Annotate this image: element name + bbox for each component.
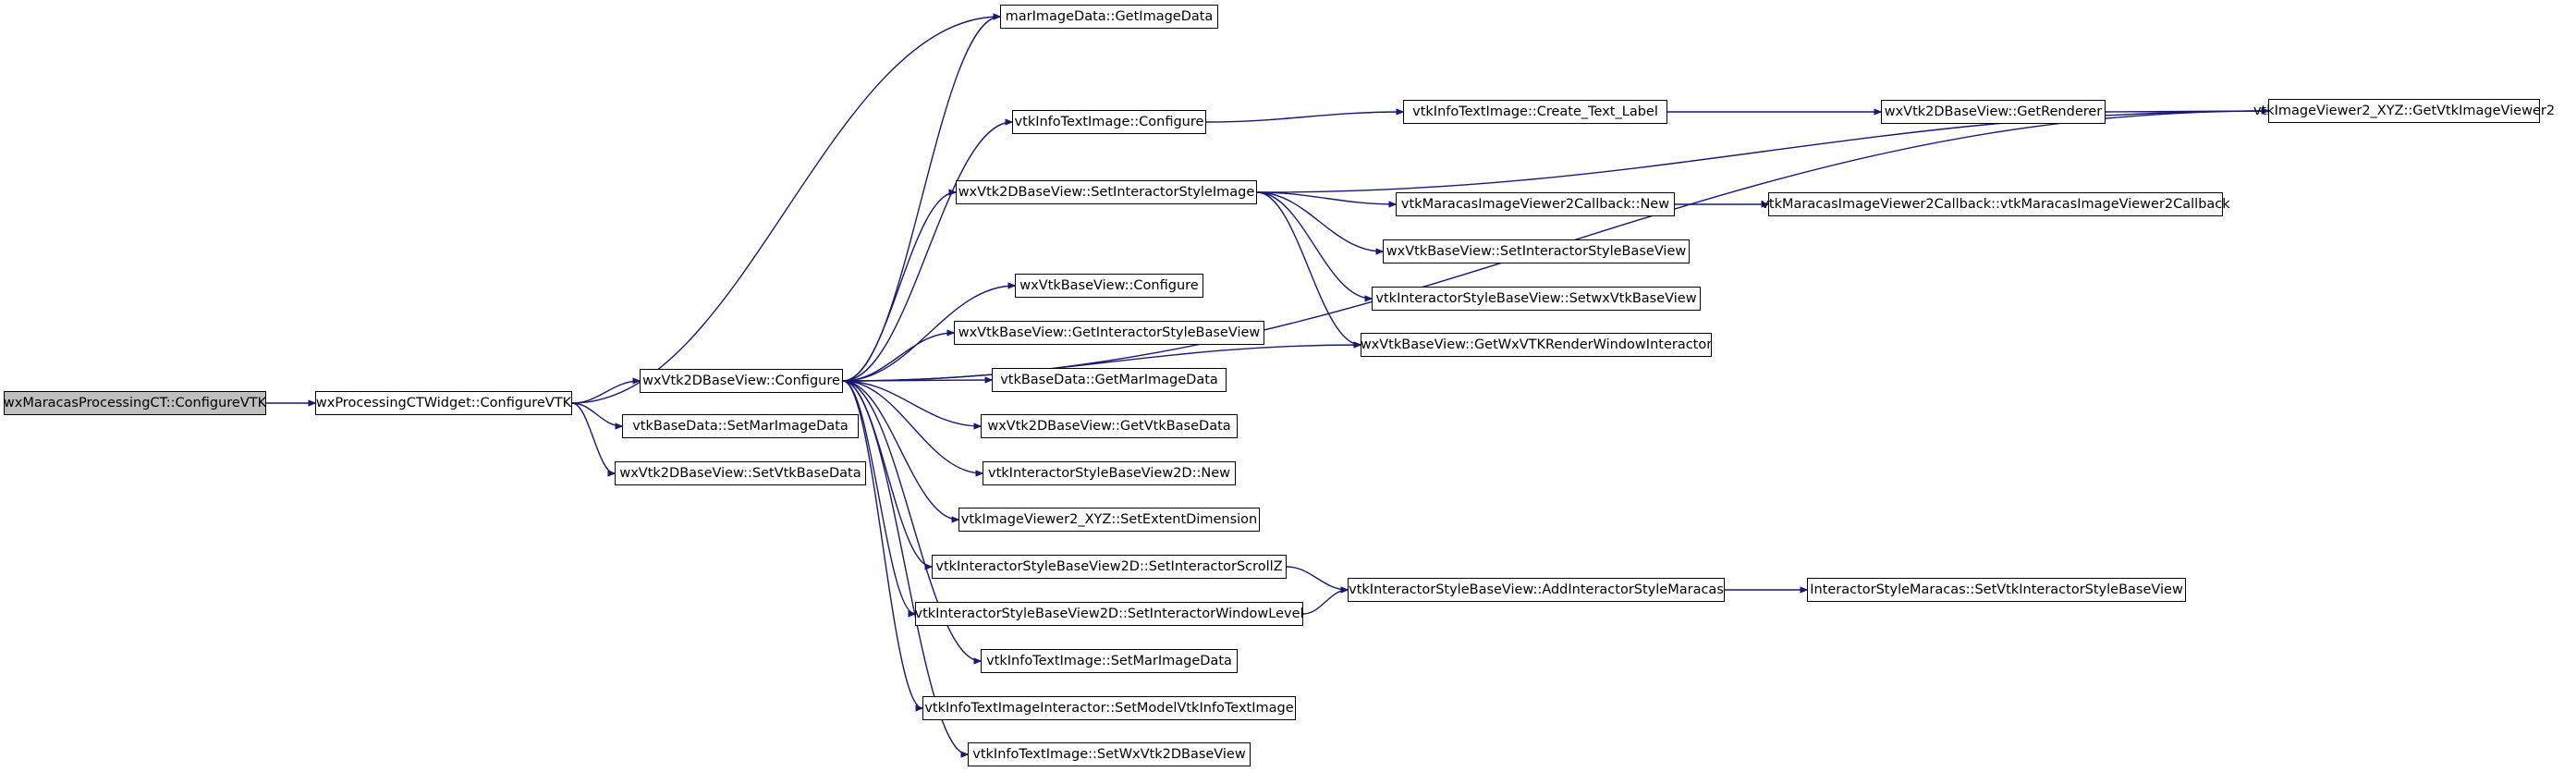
call-edge-n25-n23	[1302, 590, 1348, 615]
node-imageviewer2xyz-setextentdimension[interactable]: vtkImageViewer2_XYZ::SetExtentDimension	[958, 508, 1260, 532]
node-imageviewer2xyz-getvtkimageviewer2[interactable]: vtkImageViewer2_XYZ::GetVtkImageViewer2	[2253, 99, 2555, 123]
call-edge-n4-n16	[842, 286, 1015, 382]
call-edge-n7-n8	[1205, 112, 1403, 123]
node-vtkbaseview-getinteractorstylebaseview[interactable]: wxVtkBaseView::GetInteractorStyleBaseVie…	[954, 321, 1264, 345]
call-edge-n4-n15	[842, 345, 1361, 382]
node-infotextimage-configure[interactable]: vtkInfoTextImage::Configure	[1012, 110, 1206, 134]
node-maracasimageviewer2callback-constructor[interactable]: vtkMaracasImageViewer2Callback::vtkMarac…	[1761, 192, 2230, 216]
node-vtk2dbaseview-setvtkbasedata[interactable]: wxVtk2DBaseView::SetVtkBaseData	[615, 461, 866, 485]
node-vtkbasedata-getmarimagedata[interactable]: vtkBaseData::GetMarImageData	[992, 368, 1227, 392]
call-edge-n1-n2	[571, 17, 1000, 404]
node-interactorstylebaseview2d-setinteractorwindowlevel[interactable]: vtkInteractorStyleBaseView2D::SetInterac…	[914, 602, 1304, 626]
node-vtkbaseview-getwxvtkrenderwindowinteractor[interactable]: wxVtkBaseView::GetWxVTKRenderWindowInter…	[1361, 333, 1712, 357]
call-edge-n4-n17	[842, 333, 954, 382]
call-edge-n4-n20	[842, 380, 983, 473]
node-interactorstylebaseview2d-setinteractorscrollz[interactable]: vtkInteractorStyleBaseView2D::SetInterac…	[932, 555, 1287, 579]
node-interactorstylebaseview2d-new[interactable]: vtkInteractorStyleBaseView2D::New	[983, 461, 1236, 485]
node-interactorstylebaseview-setwxvtkbaseview[interactable]: vtkInteractorStyleBaseView::SetwxVtkBase…	[1372, 287, 1701, 311]
call-edge-n4-n26	[842, 380, 981, 661]
node-root-configurevtk[interactable]: wxMaracasProcessingCT::ConfigureVTK	[4, 391, 266, 415]
call-edge-n1-n5	[571, 402, 622, 426]
node-interactorstylemaracas-setvtkinteractorstylebaseview[interactable]: InteractorStyleMaracas::SetVtkInteractor…	[1807, 578, 2186, 602]
call-edge-n10-n13	[1256, 191, 1383, 251]
call-edge-n22-n23	[1286, 566, 1348, 590]
call-edge-n4-n19	[842, 380, 981, 426]
node-interactorstylebaseview-addinteractorstylemaracas[interactable]: vtkInteractorStyleBaseView::AddInteracto…	[1348, 578, 1725, 602]
node-maracasimageviewer2callback-new[interactable]: vtkMaracasImageViewer2Callback::New	[1396, 192, 1675, 216]
node-vtkbaseview-configure[interactable]: wxVtkBaseView::Configure	[1015, 274, 1203, 298]
node-vtk2dbaseview-getvtkbasedata[interactable]: wxVtk2DBaseView::GetVtkBaseData	[981, 414, 1238, 438]
call-edge-n10-n14	[1256, 191, 1372, 299]
node-infotextimage-setwxvtk2dbaseview[interactable]: vtkInfoTextImage::SetWxVtk2DBaseView	[968, 742, 1251, 766]
node-vtk2dbaseview-getrenderer[interactable]: wxVtk2DBaseView::GetRenderer	[1881, 100, 2106, 124]
call-edge-n4-n21	[842, 380, 958, 520]
node-infotextimage-create-text-label[interactable]: vtkInfoTextImage::Create_Text_Label	[1403, 100, 1667, 124]
call-edge-n4-n10	[842, 192, 956, 382]
call-edge-n4-n27	[842, 380, 922, 708]
call-edge-n1-n6	[571, 402, 615, 473]
call-edge-n4-n7	[842, 122, 1012, 382]
call-edge-n1-n4	[571, 381, 640, 404]
node-processingctwidget-configurevtk[interactable]: wxProcessingCTWidget::ConfigureVTK	[315, 391, 572, 415]
call-edges	[266, 17, 2268, 754]
call-edge-n10-n15	[1256, 191, 1361, 345]
call-edge-n10-n11	[1256, 191, 1396, 204]
call-edge-n4-n28	[842, 380, 968, 754]
node-vtkbaseview-setinteractorstylebaseview[interactable]: wxVtkBaseView::SetInteractorStyleBaseVie…	[1383, 239, 1690, 263]
node-vtkbasedata-setmarimagedata[interactable]: vtkBaseData::SetMarImageData	[622, 414, 859, 438]
node-vtk2dbaseview-setinteractorstyleimage[interactable]: wxVtk2DBaseView::SetInteractorStyleImage	[956, 180, 1257, 204]
node-marimagedata-getimagedata[interactable]: marImageData::GetImageData	[1000, 5, 1218, 29]
node-infotextimageinteractor-setmodelvtkinfotextimage[interactable]: vtkInfoTextImageInteractor::SetModelVtkI…	[922, 696, 1296, 720]
call-edge-n4-n18	[842, 380, 992, 381]
node-vtk2dbaseview-configure[interactable]: wxVtk2DBaseView::Configure	[640, 369, 843, 393]
node-infotextimage-setmarimagedata[interactable]: vtkInfoTextImage::SetMarImageData	[981, 649, 1238, 673]
